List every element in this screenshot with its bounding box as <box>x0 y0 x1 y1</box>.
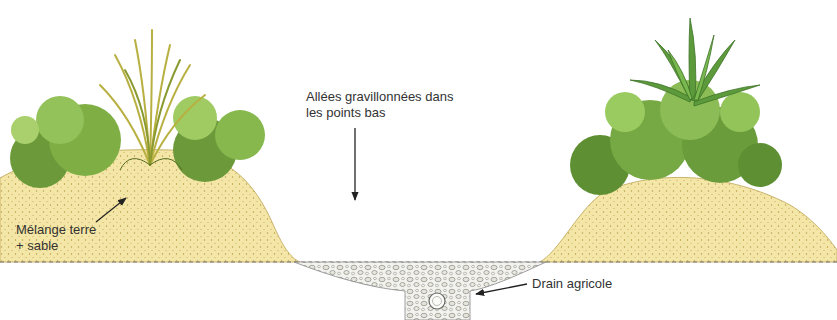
gravel-trench <box>294 262 546 320</box>
right-shrub <box>570 80 782 195</box>
leader-arrow <box>476 284 527 294</box>
callout-label: Allées gravillonnées dans les points bas <box>306 89 456 121</box>
callout-label: Mélange terre + sable <box>16 222 106 254</box>
palm-plant <box>630 18 760 106</box>
leader-arrow <box>96 198 126 222</box>
leader-arrow <box>354 128 355 200</box>
callout-label: Drain agricole <box>532 276 652 292</box>
drain-pipe <box>429 293 445 309</box>
grass-tuft <box>100 30 205 165</box>
